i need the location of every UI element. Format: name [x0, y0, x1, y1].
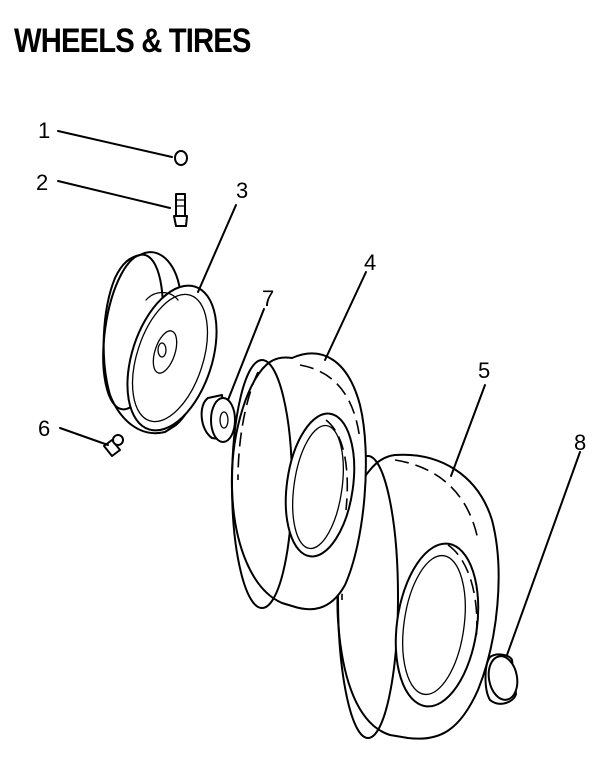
- wheel-rim: [102, 251, 218, 435]
- callout-8: 8: [574, 430, 586, 455]
- hub-cap: [484, 653, 519, 705]
- callout-7: 7: [262, 286, 274, 311]
- page-title: WHEELS & TIRES: [14, 22, 251, 60]
- callout-1: 1: [38, 118, 50, 143]
- callout-5: 5: [478, 358, 490, 383]
- callout-2: 2: [36, 170, 48, 195]
- callout-4: 4: [364, 250, 376, 275]
- valve-cap: [174, 150, 188, 166]
- callout-6: 6: [38, 416, 50, 441]
- leader-lines: [57, 130, 581, 656]
- valve-stem: [173, 193, 188, 227]
- bushing: [200, 394, 236, 443]
- callout-3: 3: [236, 178, 248, 203]
- tire-rear: [336, 453, 500, 740]
- callout-labels: 1 2 3 4 5 6 7 8: [36, 118, 586, 455]
- tire-front: [230, 352, 367, 611]
